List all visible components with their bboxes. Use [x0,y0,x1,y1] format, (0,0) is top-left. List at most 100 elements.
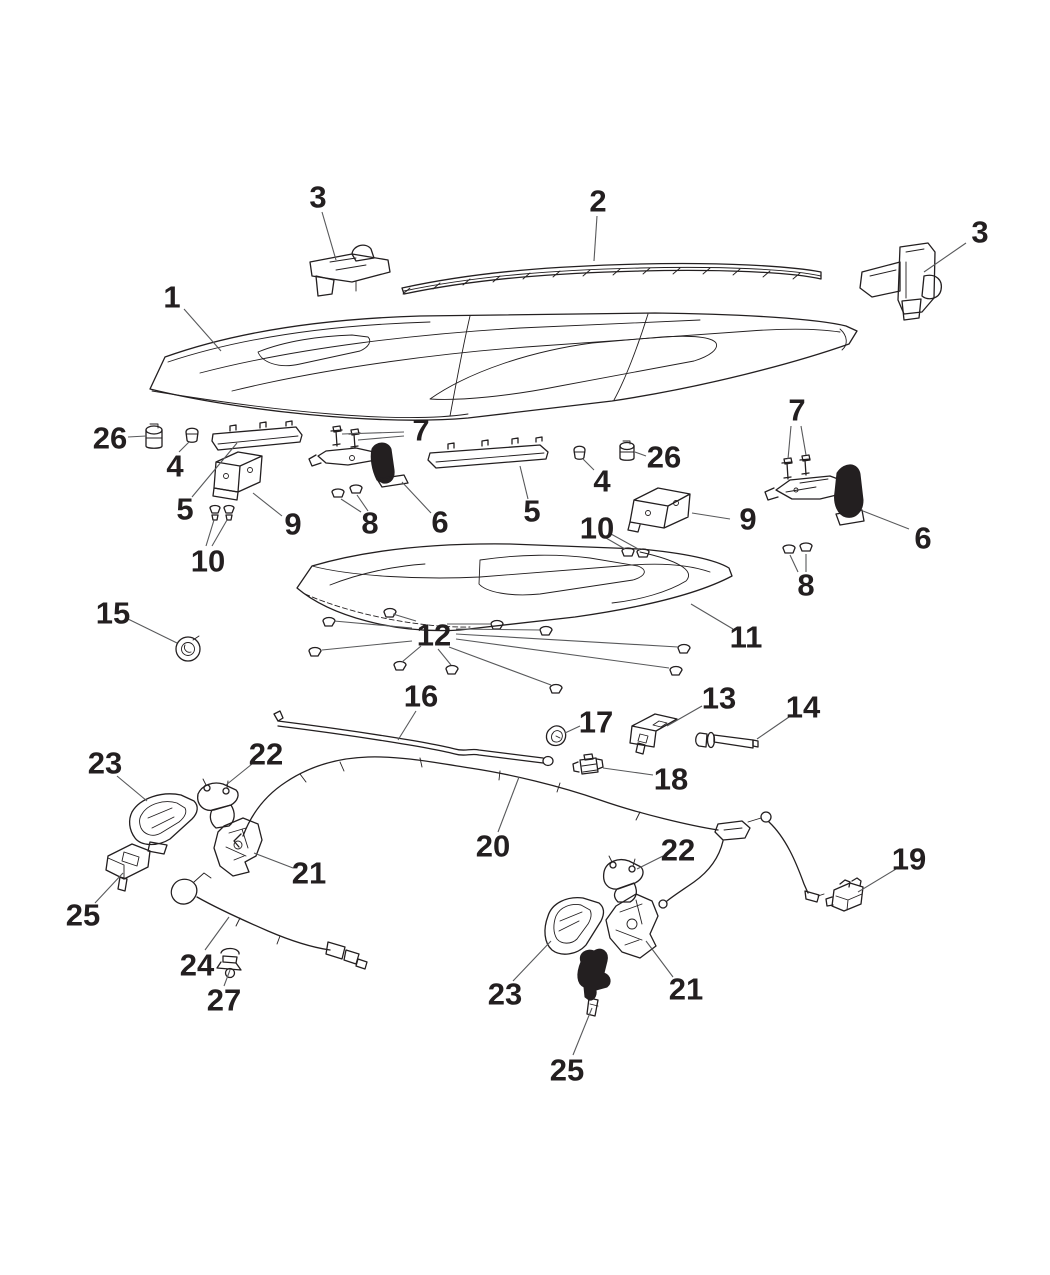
callout-23: 23 [88,746,122,781]
part-clip4-right [573,445,586,460]
leader-line-5 [519,465,529,500]
part-rail-left [211,420,303,451]
callout-16: 16 [404,679,438,714]
leader-line-26 [127,435,147,438]
leader-line-8 [340,498,362,513]
leader-line-7 [787,425,792,460]
leader-line-1 [183,308,222,352]
callout-4: 4 [593,464,611,499]
leader-line-12 [321,640,413,651]
leader-line-9 [252,492,283,517]
leader-line-5 [191,442,238,498]
leader-line-8 [789,554,799,573]
part-nuts-right [782,542,813,554]
callout-6: 6 [914,521,931,556]
leader-line-12 [455,638,670,669]
part-grommet [175,635,201,662]
callout-11: 11 [730,620,763,655]
leader-line-15 [127,618,178,644]
part-gooseneck-center [308,442,409,488]
leader-line-7 [800,425,807,456]
leader-line-9 [691,512,731,520]
callout-2: 2 [589,184,606,219]
callout-13: 13 [702,681,736,716]
leader-line-17 [564,725,581,734]
leader-line-7 [357,435,405,441]
part-switch-right [577,948,611,1017]
callout-21: 21 [292,856,326,891]
callout-25: 25 [66,898,100,933]
part-silencer-pad [296,543,733,632]
part-bumper-left [145,423,163,449]
part-latch-right [605,893,659,959]
part-hinge-left [309,244,391,297]
part-release-cable [233,756,825,909]
leader-line-12 [437,648,452,666]
leader-line-12 [455,628,541,631]
leader-line-10 [205,519,215,547]
callout-25: 25 [550,1053,584,1088]
callout-7: 7 [788,393,805,428]
part-clip4-left [185,427,199,443]
part-rod-grommet [545,725,567,747]
part-nuts-center [331,484,363,498]
part-bezel-left [128,793,198,855]
callout-20: 20 [476,829,510,864]
part-latch-left [213,817,263,877]
leader-line-3 [923,242,967,273]
part-hinge-right [859,242,942,321]
callout-19: 19 [892,842,926,877]
part-pin-bolt [695,731,759,749]
part-bracket-left [212,451,263,501]
leader-line-4 [582,458,595,471]
leader-line-12 [333,620,413,629]
leader-line-20 [497,776,520,833]
part-latch-bracket-right [602,855,644,903]
leader-line-22 [225,763,253,786]
callout-26: 26 [647,440,681,475]
part-bezel-right [544,897,605,955]
part-screws-right [781,454,811,480]
leader-line-6 [401,481,432,514]
callout-4: 4 [166,449,184,484]
part-bumper-right [619,440,635,461]
leader-line-19 [857,868,897,893]
leader-line-16 [397,710,417,741]
leader-line-22 [636,855,664,870]
leader-line-14 [756,716,790,740]
leader-line-21 [645,940,674,978]
leader-line-10 [605,537,626,550]
callout-14: 14 [786,690,821,725]
leader-line-10 [610,533,641,551]
part-rail-center [427,436,549,469]
leader-line-7 [341,431,405,435]
callout-3: 3 [971,215,988,250]
leader-line-10 [211,519,228,547]
part-screws-center [330,425,361,449]
part-lower-cable [170,872,368,970]
part-latch-bracket-left [197,778,239,829]
part-hood-seal [401,262,822,295]
leader-line-6 [862,510,910,530]
part-gooseneck-right [764,464,865,526]
leader-line-13 [666,705,703,727]
leader-line-27 [223,969,231,987]
callout-27: 27 [207,983,241,1018]
leader-line-26 [634,451,647,457]
part-striker-bracket [629,713,678,755]
part-cable-retainer [216,947,242,979]
leader-line-25 [94,872,124,904]
part-hood-panel [149,312,858,421]
callout-5: 5 [523,494,540,529]
part-ajar-switch [825,877,864,912]
callout-10: 10 [191,544,225,579]
leader-line-2 [593,215,598,262]
callout-9: 9 [284,507,301,542]
leader-line-12 [392,613,417,622]
callout-22: 22 [661,833,695,868]
part-switch-left [105,843,151,892]
leader-line-23 [512,940,552,982]
callout-18: 18 [654,762,688,797]
leader-line-12 [401,645,422,663]
